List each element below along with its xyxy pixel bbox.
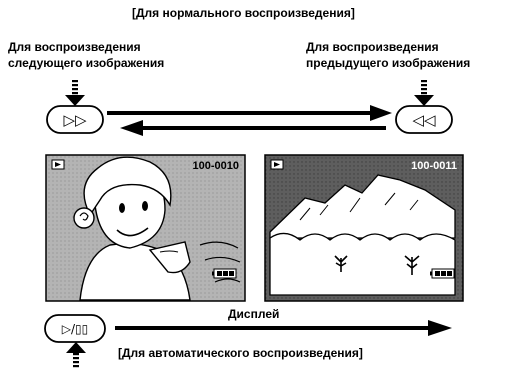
forward-button[interactable]: ▷▷ xyxy=(46,105,104,134)
screen-1: 100-0010 xyxy=(45,154,246,302)
backward-direction-arrow xyxy=(120,120,386,136)
auto-playback-heading: [Для автоматического воспроизведения] xyxy=(118,346,363,360)
screen-2: 100-0011 xyxy=(264,154,464,302)
mountain-illustration xyxy=(269,174,456,296)
battery-icon-2 xyxy=(430,268,455,279)
play-pause-button[interactable]: ▷/▯▯ xyxy=(44,314,106,343)
normal-playback-heading: [Для нормального воспроизведения] xyxy=(132,6,355,20)
display-arrow xyxy=(115,320,452,336)
press-arrow-forward-icon xyxy=(65,80,85,106)
battery-icon xyxy=(212,268,237,279)
press-arrow-back-icon xyxy=(414,80,434,106)
play-pause-button-label: ▷/▯▯ xyxy=(62,322,88,336)
press-arrow-play-icon xyxy=(66,342,86,368)
person-illustration xyxy=(73,156,241,301)
prev-image-label-line2: предыдущего изображения xyxy=(306,56,471,70)
file-number-1: 100-0010 xyxy=(193,160,240,172)
prev-image-label-line1: Для воспроизведения xyxy=(306,40,439,54)
next-image-label-line2: следующего изображения xyxy=(8,56,165,70)
back-button-label: ◁◁ xyxy=(412,111,436,129)
display-label: Дисплей xyxy=(228,307,280,321)
back-button[interactable]: ◁◁ xyxy=(395,105,453,134)
forward-button-label: ▷▷ xyxy=(63,111,87,129)
forward-direction-arrow xyxy=(107,105,392,121)
next-image-label-line1: Для воспроизведения xyxy=(8,40,141,54)
file-number-2: 100-0011 xyxy=(411,160,457,172)
